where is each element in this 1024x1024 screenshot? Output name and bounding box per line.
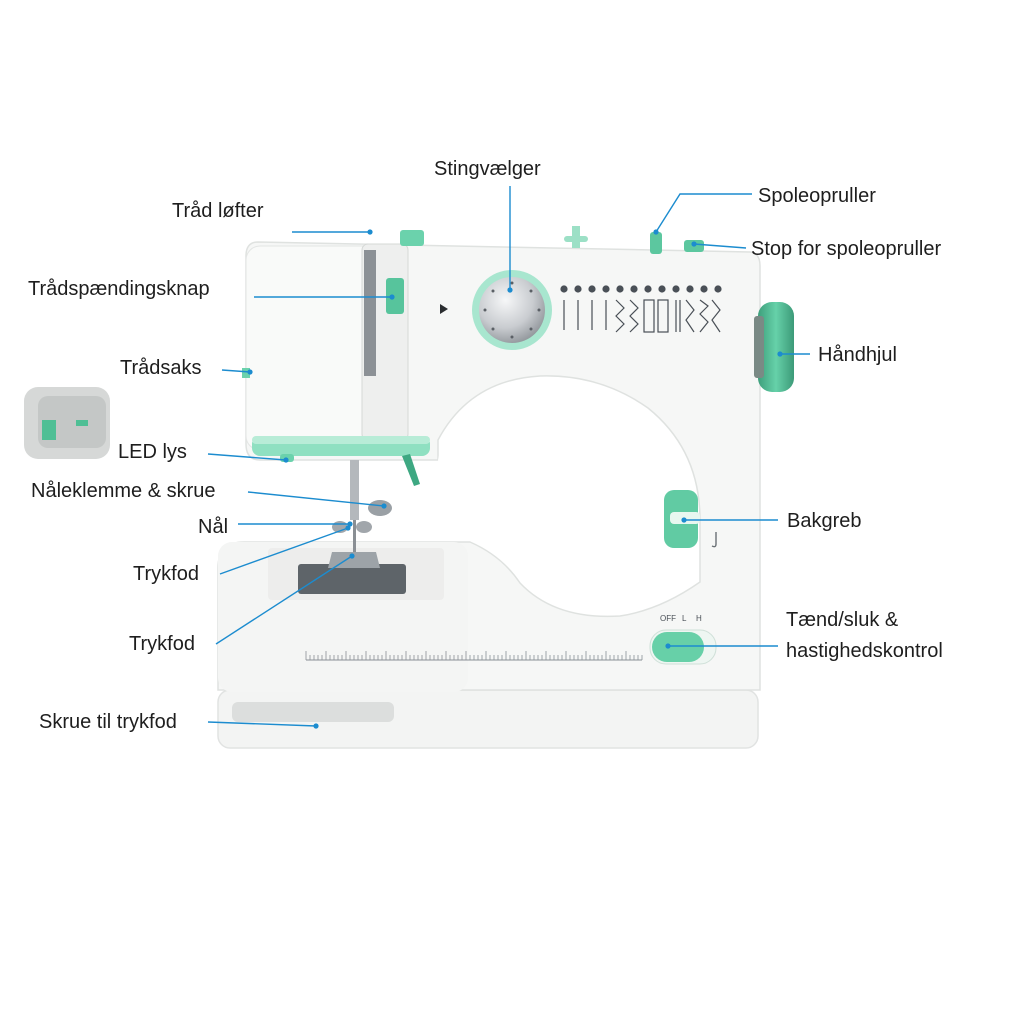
head-trim-light — [252, 436, 430, 444]
presser-lever — [402, 454, 420, 486]
switch-mark-off: OFF — [660, 614, 676, 623]
top-spindle-1 — [400, 230, 424, 246]
stitch-dial — [479, 277, 545, 343]
switch-mark-low: L — [682, 614, 687, 623]
switch-mark-high: H — [696, 614, 702, 623]
throat-opening — [438, 387, 599, 556]
dial-pointer-icon — [440, 304, 448, 314]
tension-knob — [386, 278, 404, 314]
ruler-ticks — [305, 651, 643, 660]
label-presser-foot-2: Trykfod — [129, 633, 195, 655]
label-reverse-lever: Bakgreb — [787, 510, 862, 532]
needle-plate — [298, 564, 406, 594]
label-hand-wheel: Håndhjul — [818, 344, 897, 366]
label-presser-foot-screw: Skrue til trykfod — [39, 711, 177, 733]
label-needle-clamp: Nåleklemme & skrue — [31, 480, 216, 502]
label-needle: Nål — [198, 516, 229, 538]
dial-ticks — [483, 281, 541, 339]
label-tension-knob: Trådspændingsknap — [28, 278, 210, 300]
presser-foot — [328, 552, 380, 568]
label-power-switch: Tænd/sluk & hastighedskontrol — [786, 605, 943, 667]
label-led-light: LED lys — [118, 441, 187, 463]
label-power-switch-line1: Tænd/sluk & — [786, 609, 899, 631]
needle-bar — [350, 460, 359, 520]
inset-detail-green-2 — [76, 420, 88, 426]
thread-slot — [364, 250, 376, 376]
label-power-switch-line2: hastighedskontrol — [786, 640, 943, 662]
bobbin-winder-pin — [650, 232, 662, 254]
hand-wheel — [758, 302, 794, 392]
leader-dots — [247, 229, 783, 729]
reverse-icon — [711, 532, 717, 548]
label-thread-lifter: Tråd løfter — [172, 200, 264, 222]
front-panel — [245, 245, 379, 451]
label-bobbin-winder-stop: Stop for spoleopruller — [751, 238, 942, 260]
needle — [353, 520, 356, 556]
power-switch — [652, 632, 704, 662]
label-bobbin-winder: Spoleopruller — [758, 185, 876, 207]
thread-cutter-tab — [242, 368, 250, 378]
foot-screw-2 — [356, 521, 372, 533]
leader-lines — [207, 186, 810, 727]
label-thread-cutter: Trådsaks — [120, 357, 202, 379]
top-spindle-2b — [564, 236, 588, 242]
base-slot — [232, 702, 394, 722]
label-presser-foot-1: Trykfod — [133, 563, 199, 585]
hand-wheel-rim — [754, 316, 764, 378]
needle-clamp-screw — [368, 500, 392, 516]
label-stitch-selector: Stingvælger — [434, 158, 541, 180]
stitch-chart — [560, 285, 722, 333]
inset-detail-green — [42, 420, 56, 440]
